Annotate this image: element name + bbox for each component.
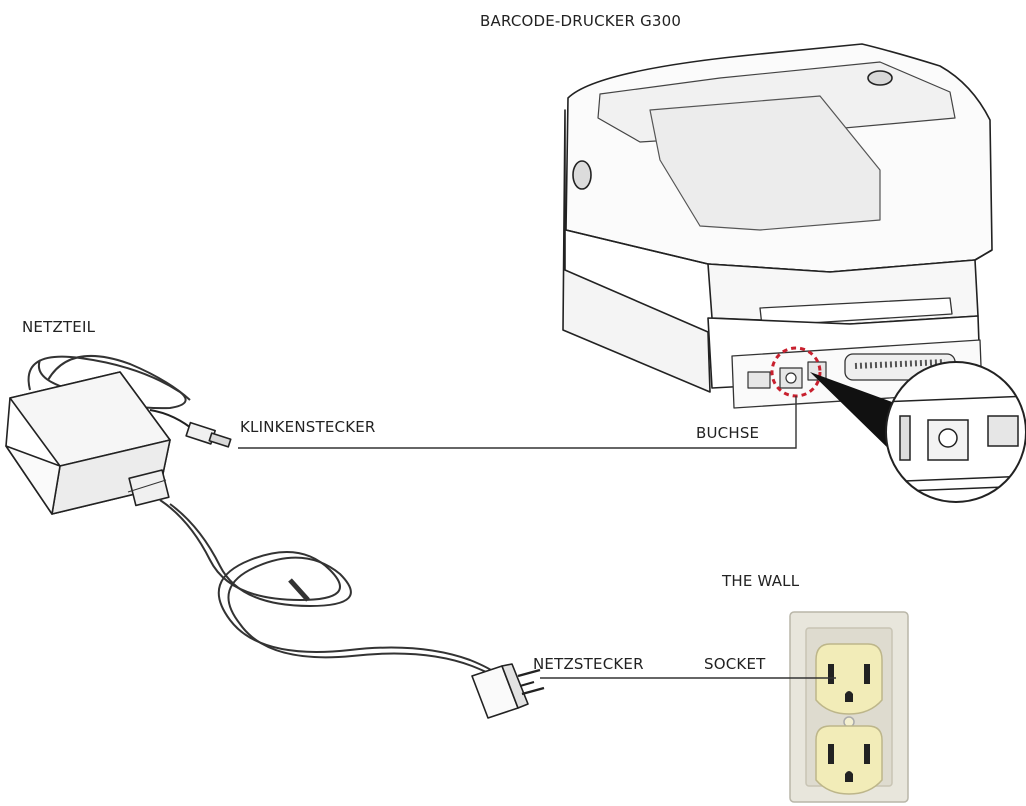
wall-outlet-icon xyxy=(789,611,909,803)
leader-lines xyxy=(238,396,836,679)
mains-plug-label: NETZSTECKER xyxy=(533,655,644,673)
socket-label: SOCKET xyxy=(704,655,766,673)
zoom-wedge xyxy=(810,372,898,458)
mains-plug-icon xyxy=(471,663,545,719)
port-label: BUCHSE xyxy=(696,424,760,442)
jack-plug-label: KLINKENSTECKER xyxy=(240,418,376,436)
printer-label: BARCODE-DRUCKER G300 xyxy=(480,12,682,30)
magnifier-detail-icon xyxy=(885,361,1026,503)
barcode-printer-icon xyxy=(562,43,993,409)
power-adapter-icon xyxy=(5,355,232,515)
power-supply-label: NETZTEIL xyxy=(22,318,96,336)
mains-cable xyxy=(159,499,503,681)
wall-label: THE WALL xyxy=(722,572,800,590)
